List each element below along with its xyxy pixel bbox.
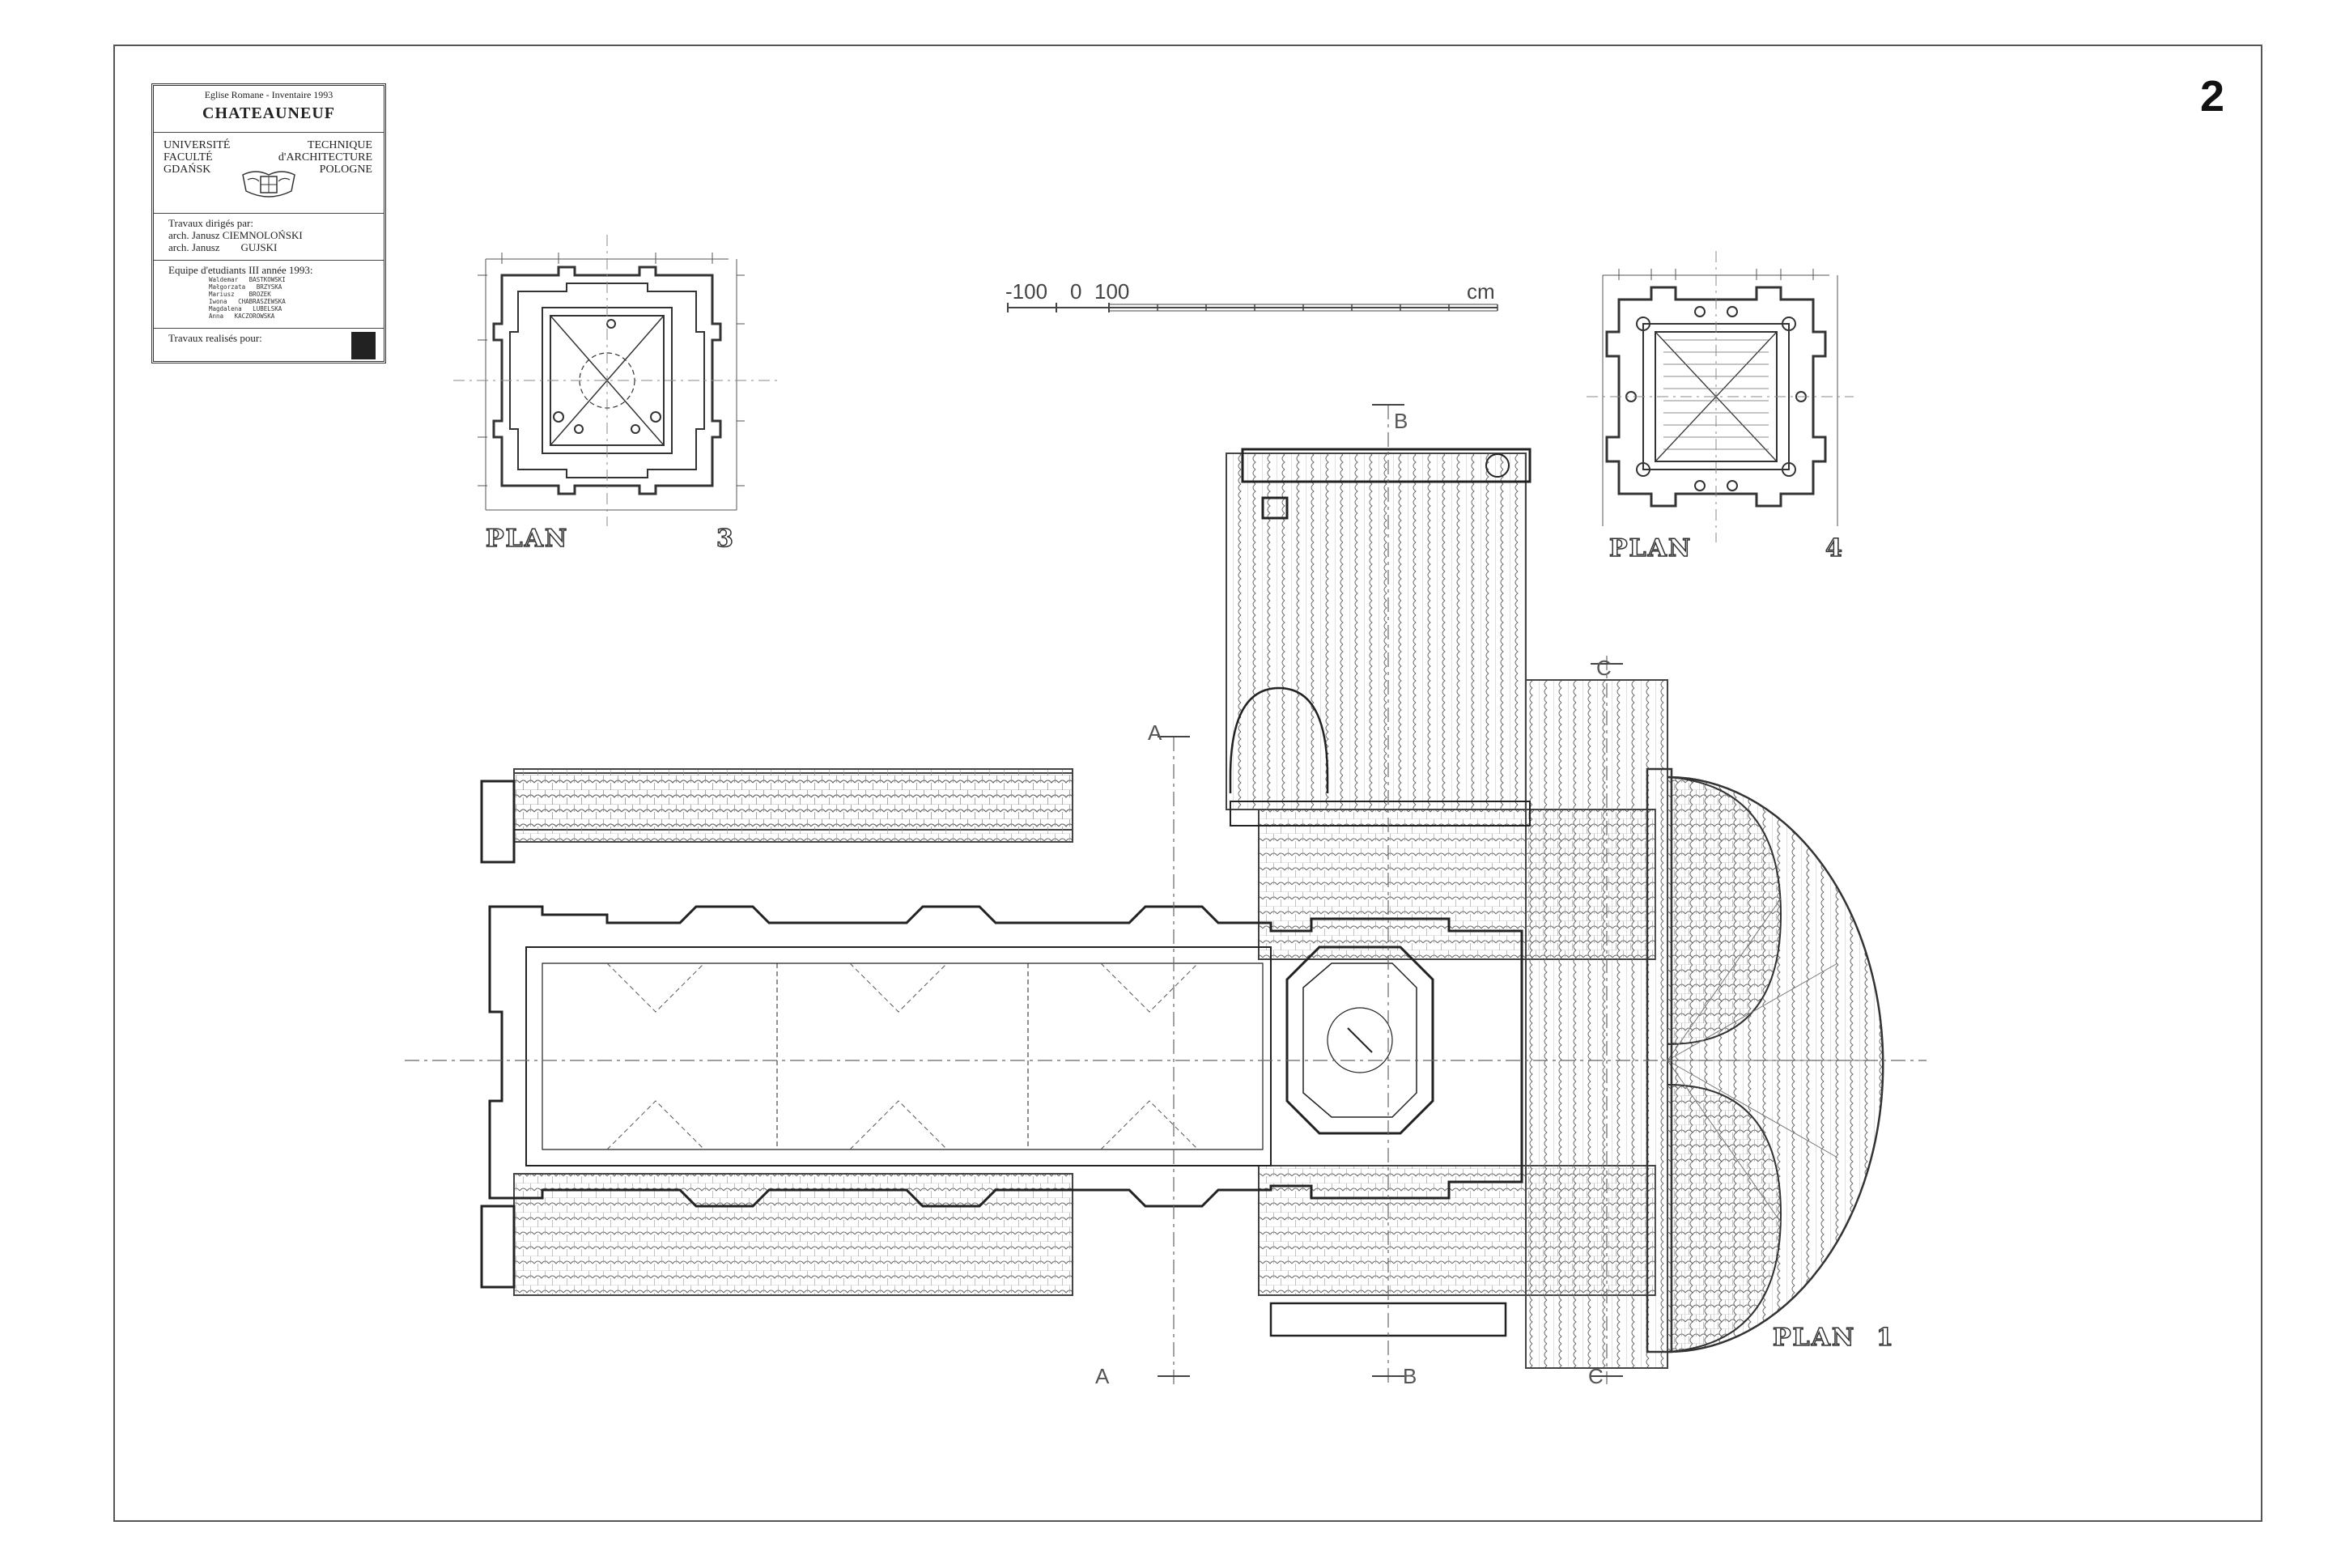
sponsor-logo-icon (351, 332, 376, 359)
plan-4-number: 4 (1825, 533, 1842, 563)
team-label: Equipe d'etudiants III année 1993: (168, 264, 313, 276)
director-1: arch. Janusz CIEMNOLOŃSKI (168, 229, 303, 241)
architecture-word: d'ARCHITECTURE (278, 151, 372, 164)
scale-label-zero: 0 (1070, 279, 1082, 304)
drawing-sheet-frame (113, 45, 2262, 1522)
plan-1-label: PLAN (1772, 1323, 1856, 1353)
team-member: Iwona CHABRASZEWSKA (209, 298, 286, 305)
scale-label-minus100: -100 (1005, 279, 1048, 304)
technique-word: TECHNIQUE (307, 139, 372, 151)
scale-label-100: 100 (1094, 279, 1130, 304)
university-word: UNIVERSITÉ (164, 139, 231, 151)
plan-3-drawing (453, 235, 777, 526)
team-member: Magdalena LUBELSKA (209, 305, 283, 312)
faculty-word: FACULTÉ (164, 151, 213, 164)
plan-3-number: 3 (716, 524, 733, 554)
church-name: CHATEAUNEUF (202, 104, 335, 122)
section-mark-a-top: A (1148, 720, 1162, 745)
plan-1-drawing (405, 404, 1927, 1384)
team-block: Equipe d'etudiants III année 1993: Walde… (154, 261, 384, 329)
section-mark-b-bottom: B (1403, 1364, 1417, 1388)
university-block: UNIVERSITÉ TECHNIQUE FACULTÉ d'ARCHITECT… (154, 133, 384, 214)
city-word: GDAŃSK (164, 164, 211, 176)
team-member: Anna KACZOROWSKA (209, 312, 275, 320)
section-mark-a-bottom: A (1095, 1364, 1110, 1388)
section-mark-c-top: C (1596, 656, 1612, 680)
title-block: Eglise Romane - Inventaire 1993 CHATEAUN… (151, 83, 386, 363)
directors-block: Travaux dirigés par: arch. Janusz CIEMNO… (154, 214, 384, 261)
director-2: arch. Janusz GUJSKI (168, 241, 278, 253)
team-member: Waldemar BASTKOWSKI (209, 276, 286, 283)
section-mark-b-top: B (1394, 409, 1408, 433)
sheet-number: 2 (2200, 72, 2225, 121)
scale-bar (1007, 303, 1498, 312)
team-member: Mariusz BROZEK (209, 291, 271, 298)
team-member: Małgorzata BRZYSKA (209, 283, 283, 291)
scale-unit: cm (1467, 279, 1495, 304)
directed-by-label: Travaux dirigés par: (168, 217, 253, 229)
plan-4-label: PLAN (1608, 533, 1693, 563)
plan-3-label: PLAN (485, 524, 569, 554)
country-word: POLOGNE (319, 164, 372, 176)
realized-for-block: Travaux realisés pour: (154, 329, 384, 361)
inventory-subtitle: Eglise Romane - Inventaire 1993 (204, 89, 333, 100)
plan-4-drawing (1587, 251, 1854, 542)
realized-for-label: Travaux realisés pour: (168, 332, 262, 344)
plan-1-number: 1 (1876, 1323, 1893, 1353)
university-seal-icon (242, 171, 295, 198)
section-mark-c-bottom: C (1588, 1364, 1604, 1388)
title-block-header: Eglise Romane - Inventaire 1993 CHATEAUN… (154, 86, 384, 133)
